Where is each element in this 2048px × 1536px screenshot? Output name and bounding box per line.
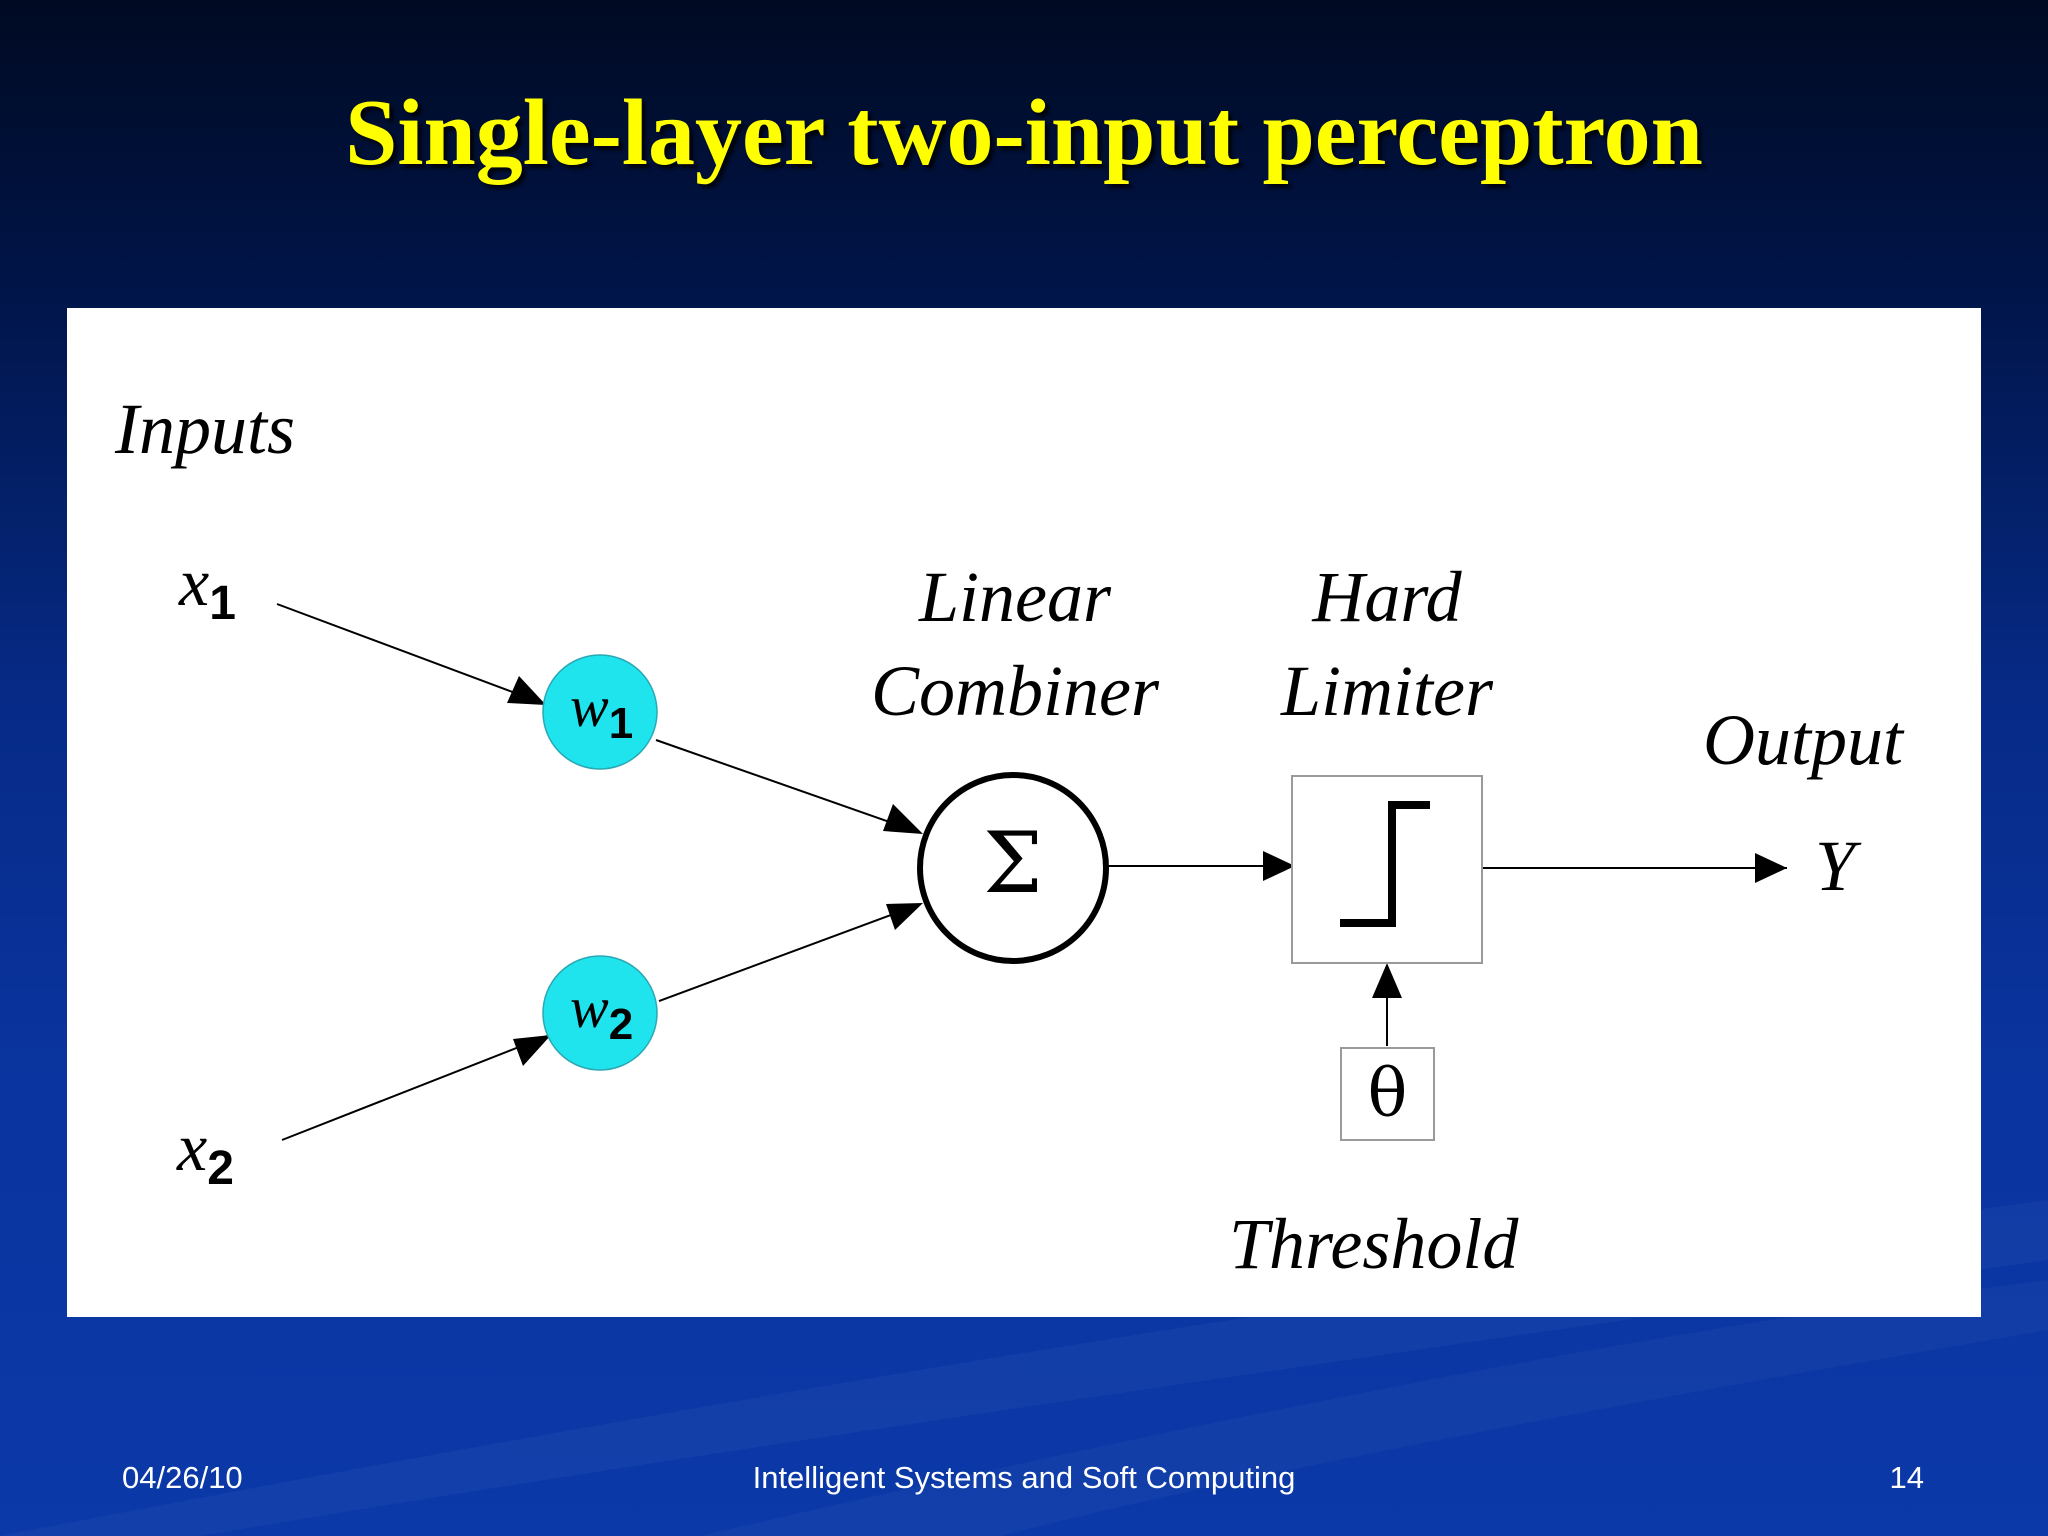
output-y-label: Y (1815, 826, 1856, 906)
linear-combiner-title-line1: Linear (918, 557, 1112, 637)
arrow-w2-to-sum (658, 905, 916, 1002)
theta-icon: θ (1367, 1055, 1408, 1132)
arrowhead-output (1755, 853, 1787, 883)
arrowhead-w1 (507, 676, 546, 705)
weight-node-w2 (542, 955, 658, 1071)
x2-symbol: x (177, 1109, 208, 1185)
w1-symbol: w (570, 674, 609, 739)
linear-combiner-node (917, 772, 1109, 964)
diagram-connections (276, 603, 1787, 1141)
hard-limiter-title-line1: Hard (1312, 557, 1462, 637)
w2-subscript: 2 (608, 1000, 634, 1049)
threshold-box (1340, 1047, 1435, 1141)
threshold-label: Threshold (1229, 1204, 1519, 1284)
arrowhead-limiter (1263, 851, 1295, 881)
x1-symbol: x (179, 544, 210, 620)
w1-subscript: 1 (608, 699, 634, 748)
arrowhead-sum-bottom (886, 903, 923, 930)
sigma-icon: Σ (983, 814, 1043, 912)
arrowhead-w2 (513, 1035, 551, 1066)
slide-title: Single-layer two-input perceptron (345, 81, 1703, 185)
step-function-icon (1340, 801, 1430, 927)
footer-course-title: Intelligent Systems and Soft Computing (752, 1460, 1296, 1495)
arrow-w1-to-sum (655, 739, 916, 832)
weight-node-w1 (542, 654, 658, 770)
arrow-x2-to-w2 (281, 1035, 548, 1141)
arrowhead-threshold (1372, 963, 1402, 998)
footer-date: 04/26/10 (122, 1460, 243, 1495)
output-label: Output (1703, 700, 1904, 780)
hard-limiter-box (1291, 775, 1483, 964)
inputs-label: Inputs (115, 389, 295, 469)
x2-subscript: 2 (207, 1142, 234, 1195)
weight-w2-label: w2 (570, 979, 633, 1047)
input-x2-label: x2 (177, 1113, 234, 1193)
perceptron-diagram: Inputs x1 x2 w1 w2 Linear Combiner Σ Har… (67, 308, 1981, 1317)
arrowhead-sum-top (883, 804, 923, 834)
input-x1-label: x1 (179, 548, 236, 628)
w2-symbol: w (570, 975, 609, 1040)
x1-subscript: 1 (209, 577, 236, 630)
arrow-x1-to-w1 (276, 603, 543, 704)
linear-combiner-title-line2: Combiner (871, 651, 1159, 731)
hard-limiter-title-line2: Limiter (1280, 651, 1494, 731)
weight-w1-label: w1 (570, 678, 633, 746)
footer-page-number: 14 (1889, 1460, 1924, 1495)
